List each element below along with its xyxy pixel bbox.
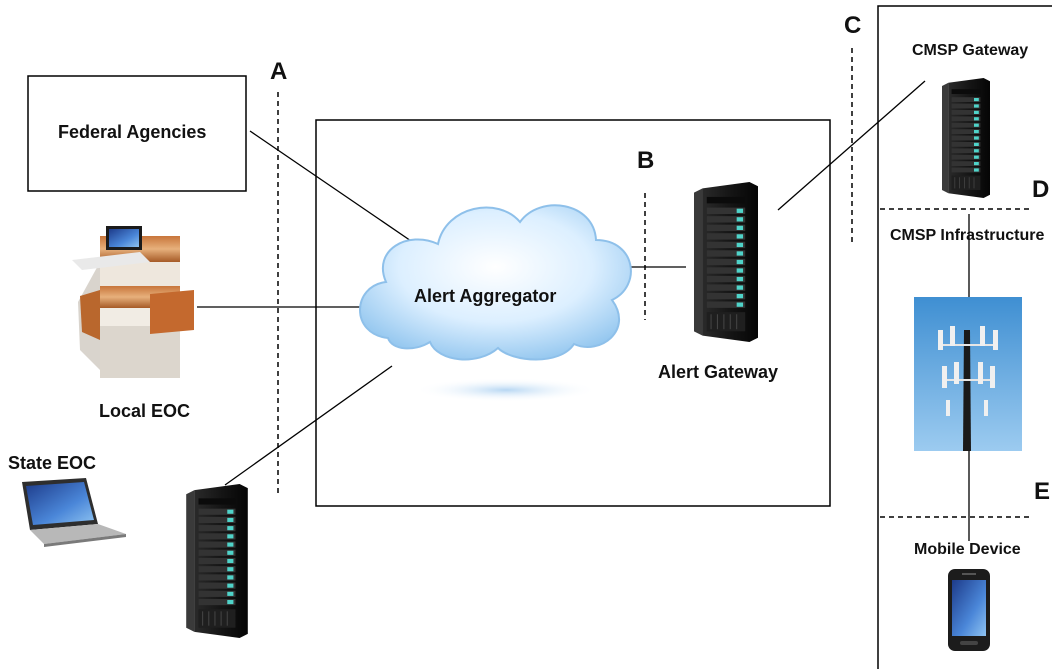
interface-c-label: C xyxy=(844,12,862,39)
alert-gateway-label: Alert Gateway xyxy=(658,362,779,382)
interface-d-label: D xyxy=(1032,176,1050,203)
cmsp-gateway-server-icon xyxy=(941,78,991,198)
mobile-device-icon xyxy=(948,569,990,651)
federal-agencies-label: Federal Agencies xyxy=(58,122,207,142)
alert-gateway-server-icon xyxy=(693,182,759,342)
aggregator-frame xyxy=(315,119,831,507)
state-eoc-label: State EOC xyxy=(8,453,97,473)
cmsp-gateway-label: CMSP Gateway xyxy=(912,42,1029,59)
state-server-to-aggregator-line xyxy=(224,365,393,486)
interface-e-label: E xyxy=(1034,478,1051,505)
cmsp-infrastructure-label: CMSP Infrastructure xyxy=(890,227,1045,244)
state-server-icon xyxy=(185,484,249,638)
state-eoc-laptop-icon xyxy=(22,478,126,547)
interface-a-label: A xyxy=(270,58,288,85)
alert-aggregator-cloud xyxy=(359,204,632,402)
local-eoc-label: Local EOC xyxy=(99,401,191,421)
local-eoc-desk-icon xyxy=(72,226,194,378)
federal-agencies-box xyxy=(27,75,247,192)
federal-to-aggregator-line xyxy=(249,130,415,244)
gateway-to-cmsp-line xyxy=(777,80,926,211)
alert-aggregator-label: Alert Aggregator xyxy=(414,286,557,306)
cmsp-frame xyxy=(877,5,1052,669)
mobile-device-label: Mobile Device xyxy=(914,541,1021,558)
cell-tower-image xyxy=(914,297,1022,451)
interface-b-label: B xyxy=(637,147,655,174)
